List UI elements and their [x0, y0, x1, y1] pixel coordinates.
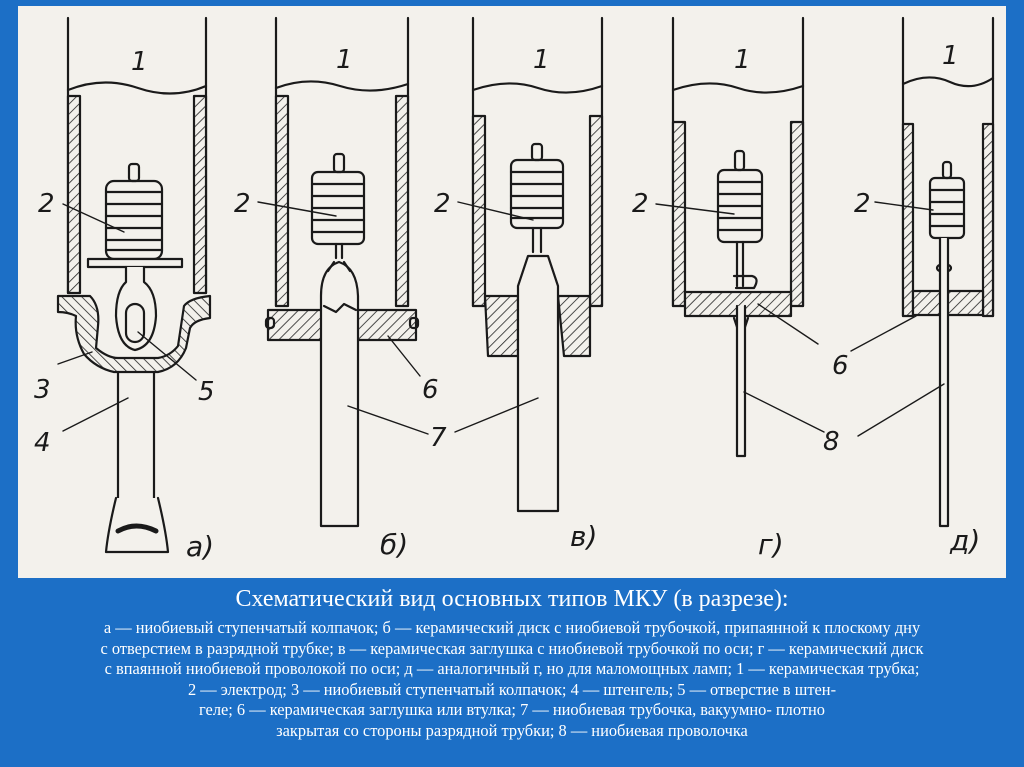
diagram-figure: 1 1 1 1 1 2 2 2 2 2 3 5 4 6 6 7 8 а) б) …: [18, 6, 1006, 578]
panel-label-b: б): [380, 528, 408, 561]
label-5: 5: [198, 377, 215, 407]
label-3: 3: [34, 375, 51, 405]
label-6-g: 6: [832, 351, 849, 381]
panel-g-drawing: [671, 16, 805, 458]
label-7-b: 7: [430, 423, 447, 453]
caption-line: а — ниобиевый ступенчатый колпачок; б — …: [103, 618, 921, 637]
leader-lines: [57, 201, 945, 437]
panel-label-d: д): [949, 524, 980, 557]
label-2-b: 2: [234, 189, 251, 219]
label-1-b: 1: [336, 45, 353, 75]
figure-caption: Схематический вид основных типов МКУ (в …: [0, 584, 1024, 742]
caption-body: а — ниобиевый ступенчатый колпачок; б — …: [6, 618, 1018, 742]
label-6-b: 6: [422, 375, 439, 405]
panel-label-a: а): [186, 530, 214, 563]
panel-d-drawing: [901, 16, 995, 528]
label-1-g: 1: [734, 45, 751, 75]
label-2-d: 2: [854, 189, 871, 219]
panel-label-c: в): [570, 520, 597, 553]
label-8: 8: [823, 427, 840, 457]
caption-title: Схематический вид основных типов МКУ (в …: [235, 586, 789, 612]
label-1-c: 1: [533, 45, 550, 75]
caption-line: геле; 6 — керамическая заглушка или втул…: [199, 700, 825, 720]
label-4: 4: [34, 428, 51, 458]
label-2-a: 2: [38, 189, 55, 219]
panel-label-g: г): [758, 528, 784, 561]
label-1-d: 1: [942, 41, 959, 71]
caption-line: закрытая со стороны разрядной трубки; 8 …: [276, 720, 748, 740]
panel-b-drawing: [264, 16, 420, 528]
caption-line: с впаянной ниобиевой проволокой по оси; …: [104, 659, 920, 679]
label-2-c: 2: [434, 189, 451, 219]
caption-line: 2 — электрод; 3 — ниобиевый ступенчатый …: [187, 679, 837, 699]
label-1-a: 1: [131, 47, 148, 77]
panel-a-drawing: [56, 16, 212, 554]
label-2-g: 2: [632, 189, 649, 219]
panel-c-drawing: [471, 16, 604, 513]
caption-line: с отверстием в разрядной трубке; в — кер…: [100, 638, 924, 658]
